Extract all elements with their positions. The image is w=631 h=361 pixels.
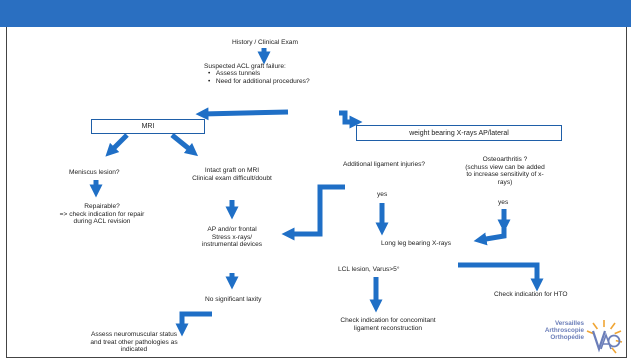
ap-line-3: instrumental devices: [201, 241, 263, 249]
arrow-to-xrays: [339, 110, 363, 129]
bullet-icon: •: [208, 77, 211, 85]
xrays-label: weight bearing X-rays AP/lateral: [409, 129, 509, 137]
suspected-bullet-2: • Need for additional procedures?: [204, 78, 310, 85]
yes-label-osteo: yes: [498, 199, 509, 206]
additional-ligament-node: Additional ligament injuries?: [343, 161, 426, 168]
intact-graft-node: Intact graft on MRI Clinical exam diffic…: [188, 167, 276, 182]
arrow-to-mri: [195, 107, 289, 121]
suspected-bullet-1: • Assess tunnels: [204, 70, 310, 77]
assess-line-2: and treat other pathologies as: [90, 338, 178, 346]
repairable-line-3: during ACL revision: [73, 218, 131, 226]
logo-line-2: Arthroscopie: [544, 327, 584, 335]
osteo-line-2: (schuss view can be added: [465, 163, 545, 171]
concomitant-node: Check indication for concomitant ligamen…: [338, 317, 438, 332]
logo-line-1: Versailles: [554, 320, 584, 327]
osteo-line-3: to increase sensitivity of x-: [466, 171, 544, 179]
mri-box: MRI: [91, 119, 205, 134]
suspected-title: Suspected ACL graft failure:: [204, 63, 286, 70]
ap-line-1: AP and/or frontal: [207, 226, 257, 233]
assess-line-3: indicated: [120, 346, 148, 354]
assess-line-1: Assess neuromuscular status: [90, 331, 178, 338]
logo-line-3: Orthopédie: [550, 334, 584, 342]
lcl-lesion-node: LCL lesion, Varus>5°: [338, 266, 400, 273]
arrow-osteo-to-longleg: [473, 228, 507, 246]
repairable-node: Repairable? => check indication for repa…: [58, 203, 146, 226]
bullet-icon: •: [208, 70, 211, 78]
logo-text: Versailles Arthroscopie Orthopédie: [526, 320, 584, 342]
vao-mark-icon: [586, 320, 623, 354]
no-laxity-node: No significant laxity: [205, 296, 262, 303]
history-clinical-exam-node: History / Clinical Exam: [232, 39, 298, 46]
arrow-lig-to-ap: [281, 184, 345, 241]
meniscus-lesion-node: Meniscus lesion?: [69, 169, 120, 176]
yes-label-ligament: yes: [377, 191, 388, 198]
hto-node: Check indication for HTO: [494, 291, 568, 298]
assess-neuromuscular-node: Assess neuromuscular status and treat ot…: [82, 331, 186, 354]
arrow-to-hto: [458, 262, 544, 292]
repairable-line-1: Repairable?: [84, 203, 120, 210]
intact-line-2: Clinical exam difficult/doubt: [192, 174, 272, 182]
repairable-line-2: => check indication for repair: [59, 210, 145, 218]
ap-line-2: Stress x-rays/: [211, 233, 253, 241]
arrow-mri-to-intact: [170, 133, 199, 157]
mri-label: MRI: [141, 123, 155, 130]
arrow-mri-to-meniscus: [105, 133, 129, 157]
xrays-box: weight bearing X-rays AP/lateral: [356, 125, 562, 141]
arrow-nolaxity-to-assess: [175, 311, 212, 337]
osteo-line-1: Osteoarthritis ?: [482, 156, 528, 163]
long-leg-xrays-node: Long leg bearing X-rays: [381, 240, 452, 247]
vao-logo: Versailles Arthroscopie Orthopédie: [526, 318, 626, 358]
suspected-bullet-2-text: Need for additional procedures?: [215, 77, 310, 85]
concomitant-line-1: Check indication for concomitant: [340, 317, 436, 324]
concomitant-line-2: ligament reconstruction: [353, 324, 423, 332]
title-bar: [0, 0, 631, 27]
suspected-bullet-1-text: Assess tunnels: [215, 70, 261, 78]
ap-stress-xrays-node: AP and/or frontal Stress x-rays/ instrum…: [195, 226, 269, 249]
osteo-line-4: rays): [497, 178, 513, 186]
suspected-acl-failure-node: Suspected ACL graft failure: • Assess tu…: [204, 63, 310, 85]
intact-line-1: Intact graft on MRI: [204, 167, 260, 174]
content-frame: [6, 27, 627, 358]
osteoarthritis-node: Osteoarthritis ? (schuss view can be add…: [460, 156, 550, 186]
